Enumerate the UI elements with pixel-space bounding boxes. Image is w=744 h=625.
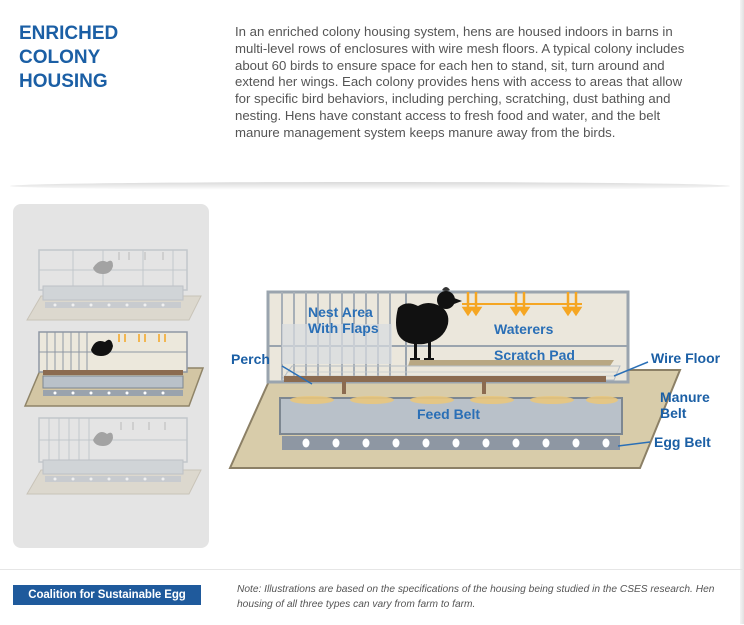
label-manure-belt-line2: Belt xyxy=(660,405,687,421)
coalition-link-button[interactable]: Coalition for Sustainable Egg Supply xyxy=(13,585,201,621)
label-scratch-pad: Scratch Pad xyxy=(494,347,575,363)
label-manure-belt-line1: Manure xyxy=(660,389,710,405)
label-wire-floor: Wire Floor xyxy=(651,350,721,366)
thumbnail-middle-tier-active[interactable] xyxy=(13,328,209,414)
label-nest-area-line1: Nest Area xyxy=(308,304,373,320)
label-nest-area: Nest Area With Flaps xyxy=(308,304,379,336)
perch-bar xyxy=(284,376,606,382)
label-egg-belt: Egg Belt xyxy=(654,434,711,450)
right-edge-shade xyxy=(740,0,744,624)
waterers-icon xyxy=(461,292,583,317)
title-line-3: HOUSING xyxy=(19,71,108,92)
footer-divider xyxy=(0,569,744,570)
label-nest-area-line2: With Flaps xyxy=(308,320,379,336)
thumbnail-top-tier[interactable] xyxy=(13,240,209,326)
title-line-2: COLONY xyxy=(19,47,101,68)
label-waterers: Waterers xyxy=(494,321,554,337)
callout-lines xyxy=(281,361,651,447)
thumbnail-panel xyxy=(13,204,209,548)
intro-paragraph: In an enriched colony housing system, he… xyxy=(235,24,685,140)
page-title: ENRICHED COLONY HOUSING xyxy=(19,22,199,94)
label-perch: Perch xyxy=(231,351,270,367)
label-feed-belt: Feed Belt xyxy=(417,406,481,422)
thumbnail-bottom-tier[interactable] xyxy=(13,414,209,500)
label-manure-belt: Manure Belt xyxy=(660,389,710,421)
colony-cage-illustration xyxy=(228,287,682,469)
hen-icon xyxy=(396,287,462,360)
section-divider xyxy=(10,182,730,190)
scratch-pad xyxy=(408,360,614,366)
eggs xyxy=(302,438,610,448)
footnote: Note: Illustrations are based on the spe… xyxy=(237,584,715,610)
title-line-1: ENRICHED xyxy=(19,23,119,44)
